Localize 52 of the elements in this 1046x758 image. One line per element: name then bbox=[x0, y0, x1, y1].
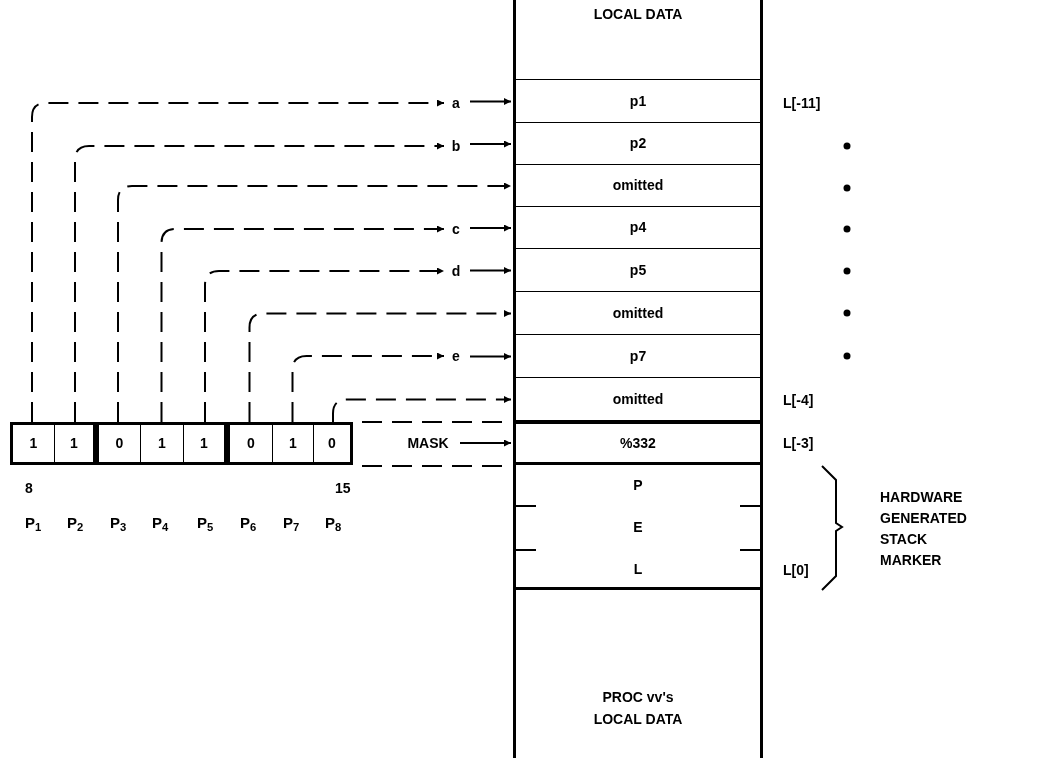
stack-cell: omitted bbox=[513, 292, 763, 335]
mask-bit-cell: 1 bbox=[140, 422, 183, 465]
mask-bit-cell: 0 bbox=[313, 422, 353, 465]
arrow bbox=[469, 224, 512, 232]
arrow bbox=[469, 98, 512, 105]
register-label: E bbox=[632, 518, 644, 537]
register-label: P bbox=[632, 476, 644, 495]
parameter-label: P$_{2}$ bbox=[67, 513, 84, 535]
arrow bbox=[469, 140, 512, 148]
stack-cell: PROC vv's LOCAL DATA bbox=[513, 590, 763, 758]
dashed-arrow bbox=[31, 99, 445, 423]
dashed-arrow bbox=[332, 396, 512, 423]
parameter-label: P$_{1}$ bbox=[25, 513, 42, 535]
stack-marker-cell bbox=[513, 465, 763, 590]
mask-bit-cell: 1 bbox=[10, 422, 54, 465]
bit-number: 8 bbox=[25, 479, 33, 498]
stack-offset-label: L[0] bbox=[783, 561, 809, 580]
stack-cell: p2 bbox=[513, 123, 763, 165]
parameter-label: P$_{3}$ bbox=[110, 513, 127, 535]
stack-offset-label: L[-4] bbox=[783, 391, 814, 410]
mask-bit-cell: 1 bbox=[54, 422, 96, 465]
parameter-label: P$_{8}$ bbox=[325, 513, 342, 535]
stack-cell: %332 bbox=[513, 421, 763, 465]
dashed-arrow bbox=[204, 267, 445, 423]
stack-cell: omitted bbox=[513, 378, 763, 421]
stack-cell: LOCAL DATA bbox=[513, 0, 763, 80]
dashed-arrow bbox=[248, 310, 512, 423]
parameter-label: P$_{5}$ bbox=[197, 513, 214, 535]
parameter-label: P$_{4}$ bbox=[152, 513, 169, 535]
stack-cell: omitted bbox=[513, 165, 763, 207]
brace-caption: HARDWARE GENERATED STACK MARKER bbox=[880, 488, 968, 570]
dashed-arrow bbox=[291, 352, 445, 423]
mask-bit-cell: 1 bbox=[183, 422, 227, 465]
arrow bbox=[469, 267, 512, 274]
bit-number: 15 bbox=[335, 479, 351, 498]
arrow bbox=[469, 353, 512, 360]
stack-cell: p4 bbox=[513, 207, 763, 249]
dashed-arrow bbox=[160, 225, 445, 423]
dashed-arrow bbox=[117, 182, 512, 423]
parameter-label: P$_{6}$ bbox=[240, 513, 257, 535]
mask-bit-cell: 0 bbox=[96, 422, 140, 465]
stack-cell: p7 bbox=[513, 335, 763, 378]
dashed-arrow bbox=[74, 142, 445, 423]
stack-offset-label: L[-11] bbox=[783, 94, 821, 113]
arrow bbox=[459, 439, 512, 447]
parameter-label: P$_{7}$ bbox=[283, 513, 300, 535]
register-label: L bbox=[632, 560, 644, 579]
stack-offset-label: L[-3] bbox=[783, 434, 814, 453]
mask-bit-cell: 1 bbox=[272, 422, 313, 465]
stack-cell: p1 bbox=[513, 80, 763, 123]
mask-bit-cell: 0 bbox=[227, 422, 272, 465]
stack-cell: p5 bbox=[513, 249, 763, 292]
